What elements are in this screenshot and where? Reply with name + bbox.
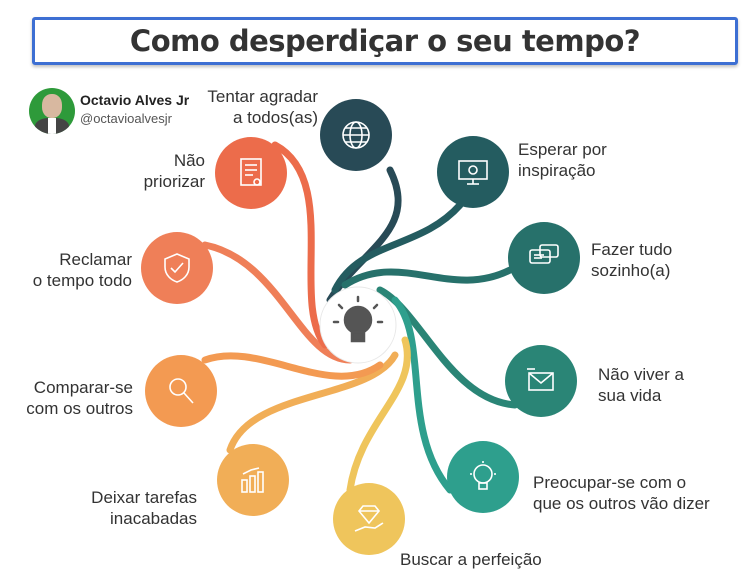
author-handle: @octavioalvesjr xyxy=(80,111,172,126)
swirl-line xyxy=(331,201,464,294)
item-circle xyxy=(320,99,392,171)
author-name: Octavio Alves Jr xyxy=(80,92,190,108)
label-buscar: Buscar a perfeição xyxy=(400,550,542,569)
swirl-line xyxy=(201,352,384,380)
item-circle xyxy=(141,232,213,304)
swirl-line xyxy=(391,296,454,494)
magnifier-icon xyxy=(169,378,194,404)
mail-icon xyxy=(527,368,554,391)
swirl-line xyxy=(341,266,514,289)
idea-bulb-icon xyxy=(470,461,496,490)
chat-icon xyxy=(529,244,559,264)
item-circle xyxy=(215,137,287,209)
title-box: Como desperdiçar o seu tempo? xyxy=(32,17,738,65)
item-circle xyxy=(145,355,217,427)
swirl-line xyxy=(201,241,354,364)
item-circle xyxy=(217,444,289,516)
item-circle xyxy=(333,483,405,555)
item-circle xyxy=(508,222,580,294)
monitor-icon xyxy=(458,160,488,185)
document-icon xyxy=(240,158,262,186)
swirl-line xyxy=(346,336,411,494)
item-circle xyxy=(437,136,509,208)
shield-check-icon xyxy=(164,253,190,283)
bar-chart-icon xyxy=(241,467,264,493)
page-title: Como desperdiçar o seu tempo? xyxy=(129,24,641,58)
swirl-line xyxy=(271,141,329,349)
avatar xyxy=(29,88,75,134)
diamond-hand-icon xyxy=(354,505,384,532)
lightbulb-icon xyxy=(332,295,384,343)
item-circle xyxy=(447,441,519,513)
swirl-line xyxy=(226,351,399,454)
globe-icon xyxy=(342,121,370,149)
item-circle xyxy=(505,345,577,417)
